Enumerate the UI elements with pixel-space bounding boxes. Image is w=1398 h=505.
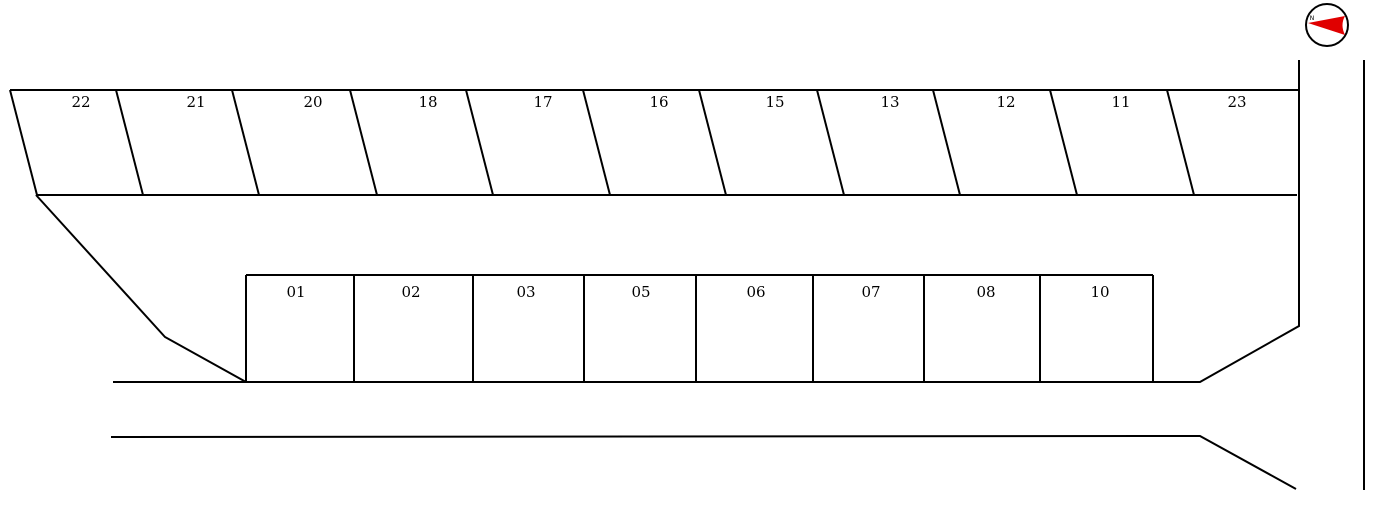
lot-outline — [10, 60, 1365, 490]
space-number: 20 — [303, 93, 322, 111]
space-number: 05 — [631, 283, 650, 301]
upper-row-spaces: 22 21 20 18 17 16 15 13 12 11 23 — [9, 89, 1247, 196]
space-number: 10 — [1090, 283, 1109, 301]
space-number: 02 — [401, 283, 420, 301]
space-divider — [1166, 89, 1195, 196]
space-divider — [698, 89, 727, 196]
space-number: 08 — [976, 283, 995, 301]
space-divider — [582, 89, 611, 196]
compass-north-label: N — [1310, 15, 1315, 22]
space-number: 03 — [516, 283, 535, 301]
space-divider — [349, 89, 378, 196]
space-divider — [115, 89, 144, 196]
north-arrow-icon — [1308, 16, 1345, 35]
space-number: 11 — [1111, 93, 1130, 111]
space-divider — [816, 89, 845, 196]
space-number: 06 — [746, 283, 765, 301]
space-number: 15 — [765, 93, 784, 111]
space-number: 22 — [71, 93, 90, 111]
space-divider — [231, 89, 260, 196]
space-divider — [1049, 89, 1078, 196]
space-number: 13 — [880, 93, 899, 111]
space-number: 01 — [286, 283, 305, 301]
space-number: 16 — [649, 93, 668, 111]
space-number: 17 — [533, 93, 552, 111]
space-number: 07 — [861, 283, 880, 301]
space-divider — [9, 89, 38, 196]
space-divider — [932, 89, 961, 196]
space-divider — [465, 89, 494, 196]
space-number: 18 — [418, 93, 437, 111]
space-number: 12 — [996, 93, 1015, 111]
lower-row-spaces: 01 02 03 05 06 07 08 10 — [245, 275, 1154, 382]
space-number: 21 — [186, 93, 205, 111]
space-number: 23 — [1227, 93, 1246, 111]
compass: N — [1305, 3, 1349, 47]
